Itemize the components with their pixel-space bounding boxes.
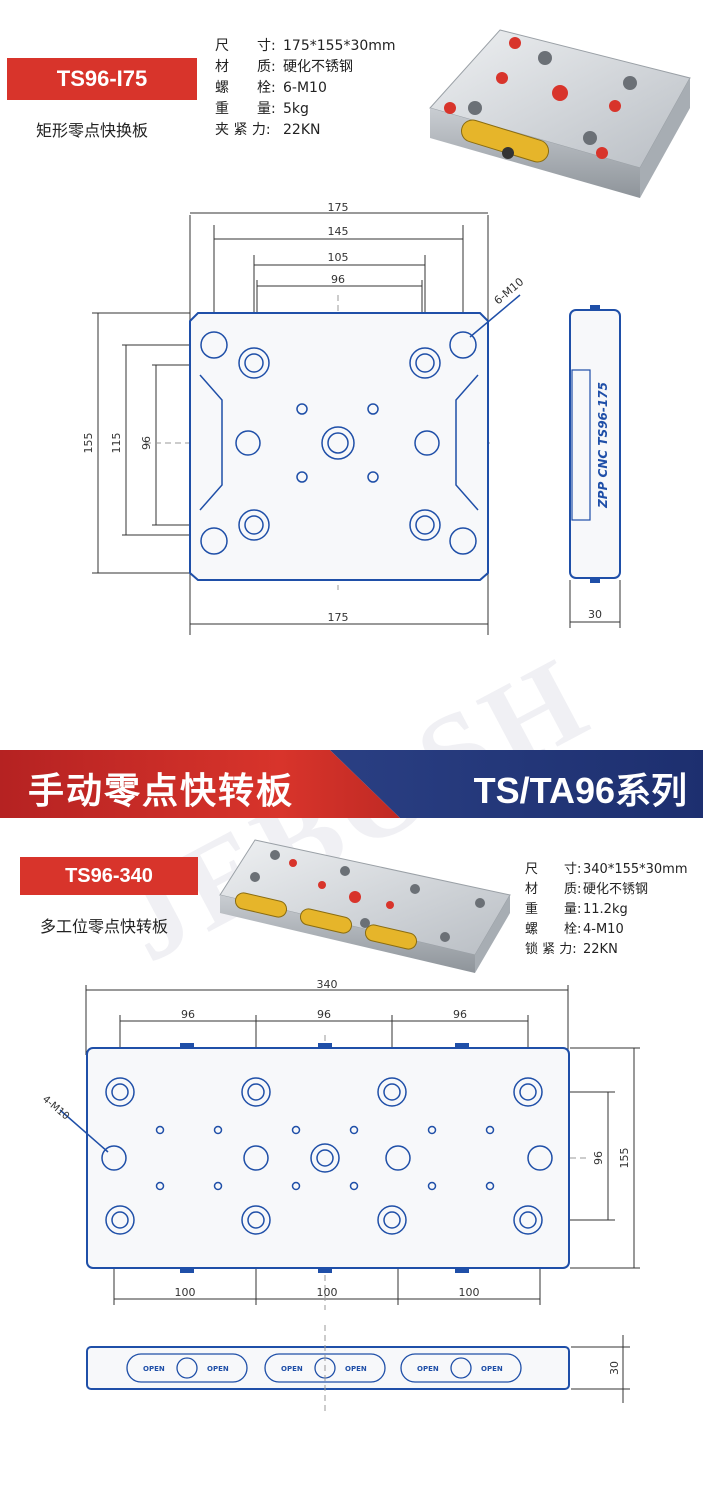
side-engraving-text: ZPP CNC TS96-175 bbox=[596, 382, 610, 509]
product-subtitle-2: 多工位零点快转板 bbox=[40, 917, 169, 936]
open-label: OPEN bbox=[345, 1365, 367, 1373]
open-label: OPEN bbox=[143, 1365, 165, 1373]
dim-96-left: 96 bbox=[140, 436, 153, 450]
open-label: OPEN bbox=[207, 1365, 229, 1373]
drawing-side-view-1: 30 ZPP CNC TS96-175 bbox=[569, 305, 621, 628]
spec-key: 尺 寸: bbox=[215, 38, 276, 54]
spec-row: 夹 紧 力: 22KN bbox=[215, 120, 396, 141]
bolt-label-2: 4-M10 bbox=[40, 1094, 71, 1123]
product-photo-1 bbox=[429, 29, 691, 198]
dim-96-top-c: 96 bbox=[453, 1008, 467, 1021]
spec-row: 材 质:硬化不锈钢 bbox=[525, 880, 688, 900]
spec-row: 螺 栓: 6-M10 bbox=[215, 78, 396, 99]
dim-96-top-b: 96 bbox=[317, 1008, 331, 1021]
dim-30-side: 30 bbox=[588, 608, 602, 621]
bolt-label-1: 6-M10 bbox=[492, 275, 527, 307]
spec-value: 11.2kg bbox=[583, 902, 628, 917]
dim-100-bottom-b: 100 bbox=[317, 1286, 338, 1299]
dim-155-right: 155 bbox=[618, 1148, 631, 1169]
open-label: OPEN bbox=[481, 1365, 503, 1373]
dim-340-top: 340 bbox=[317, 978, 338, 991]
drawing-top-view-2: 340 96 96 96 100 100 100 96 155 4-M10 bbox=[40, 978, 640, 1310]
model-badge-2: TS96-340 bbox=[20, 857, 198, 895]
dim-30-side-2: 30 bbox=[608, 1361, 621, 1375]
dim-145: 145 bbox=[328, 225, 349, 238]
series-banner-right: TS/TA96系列 bbox=[330, 750, 703, 818]
spec-key: 锁 紧 力: bbox=[525, 942, 577, 957]
spec-row: 材 质: 硬化不锈钢 bbox=[215, 57, 396, 78]
spec-row: 螺 栓:4-M10 bbox=[525, 920, 688, 940]
spec-row: 尺 寸:340*155*30mm bbox=[525, 860, 688, 880]
spec-key: 材 质: bbox=[525, 882, 582, 897]
spec-row: 重 量: 5kg bbox=[215, 99, 396, 120]
dim-96-right: 96 bbox=[592, 1151, 605, 1165]
dim-100-bottom-c: 100 bbox=[459, 1286, 480, 1299]
spec-key: 重 量: bbox=[525, 902, 582, 917]
product-photo-2 bbox=[219, 839, 511, 973]
spec-key: 夹 紧 力: bbox=[215, 122, 271, 138]
dim-155-left: 155 bbox=[82, 433, 95, 454]
spec-value: 4-M10 bbox=[583, 922, 624, 937]
spec-value: 5kg bbox=[283, 101, 309, 117]
spec-key: 重 量: bbox=[215, 101, 276, 117]
drawing-top-view-1: 175 145 105 96 175 155 115 96 6-M10 bbox=[82, 201, 526, 635]
spec-key: 螺 栓: bbox=[525, 922, 582, 937]
spec-value: 硬化不锈钢 bbox=[283, 59, 353, 75]
spec-list-1: 尺 寸: 175*155*30mm 材 质: 硬化不锈钢 螺 栓: 6-M10 重 量… bbox=[215, 36, 396, 141]
spec-row: 锁 紧 力: 22KN bbox=[525, 940, 688, 960]
dim-96-top-a: 96 bbox=[181, 1008, 195, 1021]
open-label: OPEN bbox=[417, 1365, 439, 1373]
series-banner-left: 手动零点快转板 bbox=[0, 750, 400, 818]
spec-row: 重 量:11.2kg bbox=[525, 900, 688, 920]
dim-100-bottom-a: 100 bbox=[175, 1286, 196, 1299]
spec-value: 340*155*30mm bbox=[583, 862, 688, 877]
spec-value: 6-M10 bbox=[283, 80, 327, 96]
spec-list-2: 尺 寸:340*155*30mm 材 质:硬化不锈钢 重 量:11.2kg 螺 … bbox=[525, 860, 688, 960]
dim-115-left: 115 bbox=[110, 433, 123, 454]
spec-value: 22KN bbox=[583, 942, 618, 957]
spec-row: 尺 寸: 175*155*30mm bbox=[215, 36, 396, 57]
spec-value: 硬化不锈钢 bbox=[583, 882, 649, 897]
spec-key: 螺 栓: bbox=[215, 80, 276, 96]
drawing-side-view-2: OPEN OPEN OPEN OPEN OPEN OPEN 30 bbox=[86, 1325, 630, 1415]
dim-96-top: 96 bbox=[331, 273, 345, 286]
product-subtitle-1: 矩形零点快换板 bbox=[36, 121, 149, 140]
banner-right-text: TS/TA96系列 bbox=[473, 770, 687, 811]
spec-key: 尺 寸: bbox=[525, 862, 582, 877]
spec-value: 175*155*30mm bbox=[283, 38, 396, 54]
banner-left-text: 手动零点快转板 bbox=[28, 771, 295, 812]
spec-key: 材 质: bbox=[215, 59, 276, 75]
model-badge-1: TS96-I75 bbox=[7, 58, 197, 100]
spec-value: 22KN bbox=[283, 122, 321, 138]
open-label: OPEN bbox=[281, 1365, 303, 1373]
dim-175-bottom: 175 bbox=[328, 611, 349, 624]
dim-175-top: 175 bbox=[328, 201, 349, 214]
dim-105: 105 bbox=[328, 251, 349, 264]
